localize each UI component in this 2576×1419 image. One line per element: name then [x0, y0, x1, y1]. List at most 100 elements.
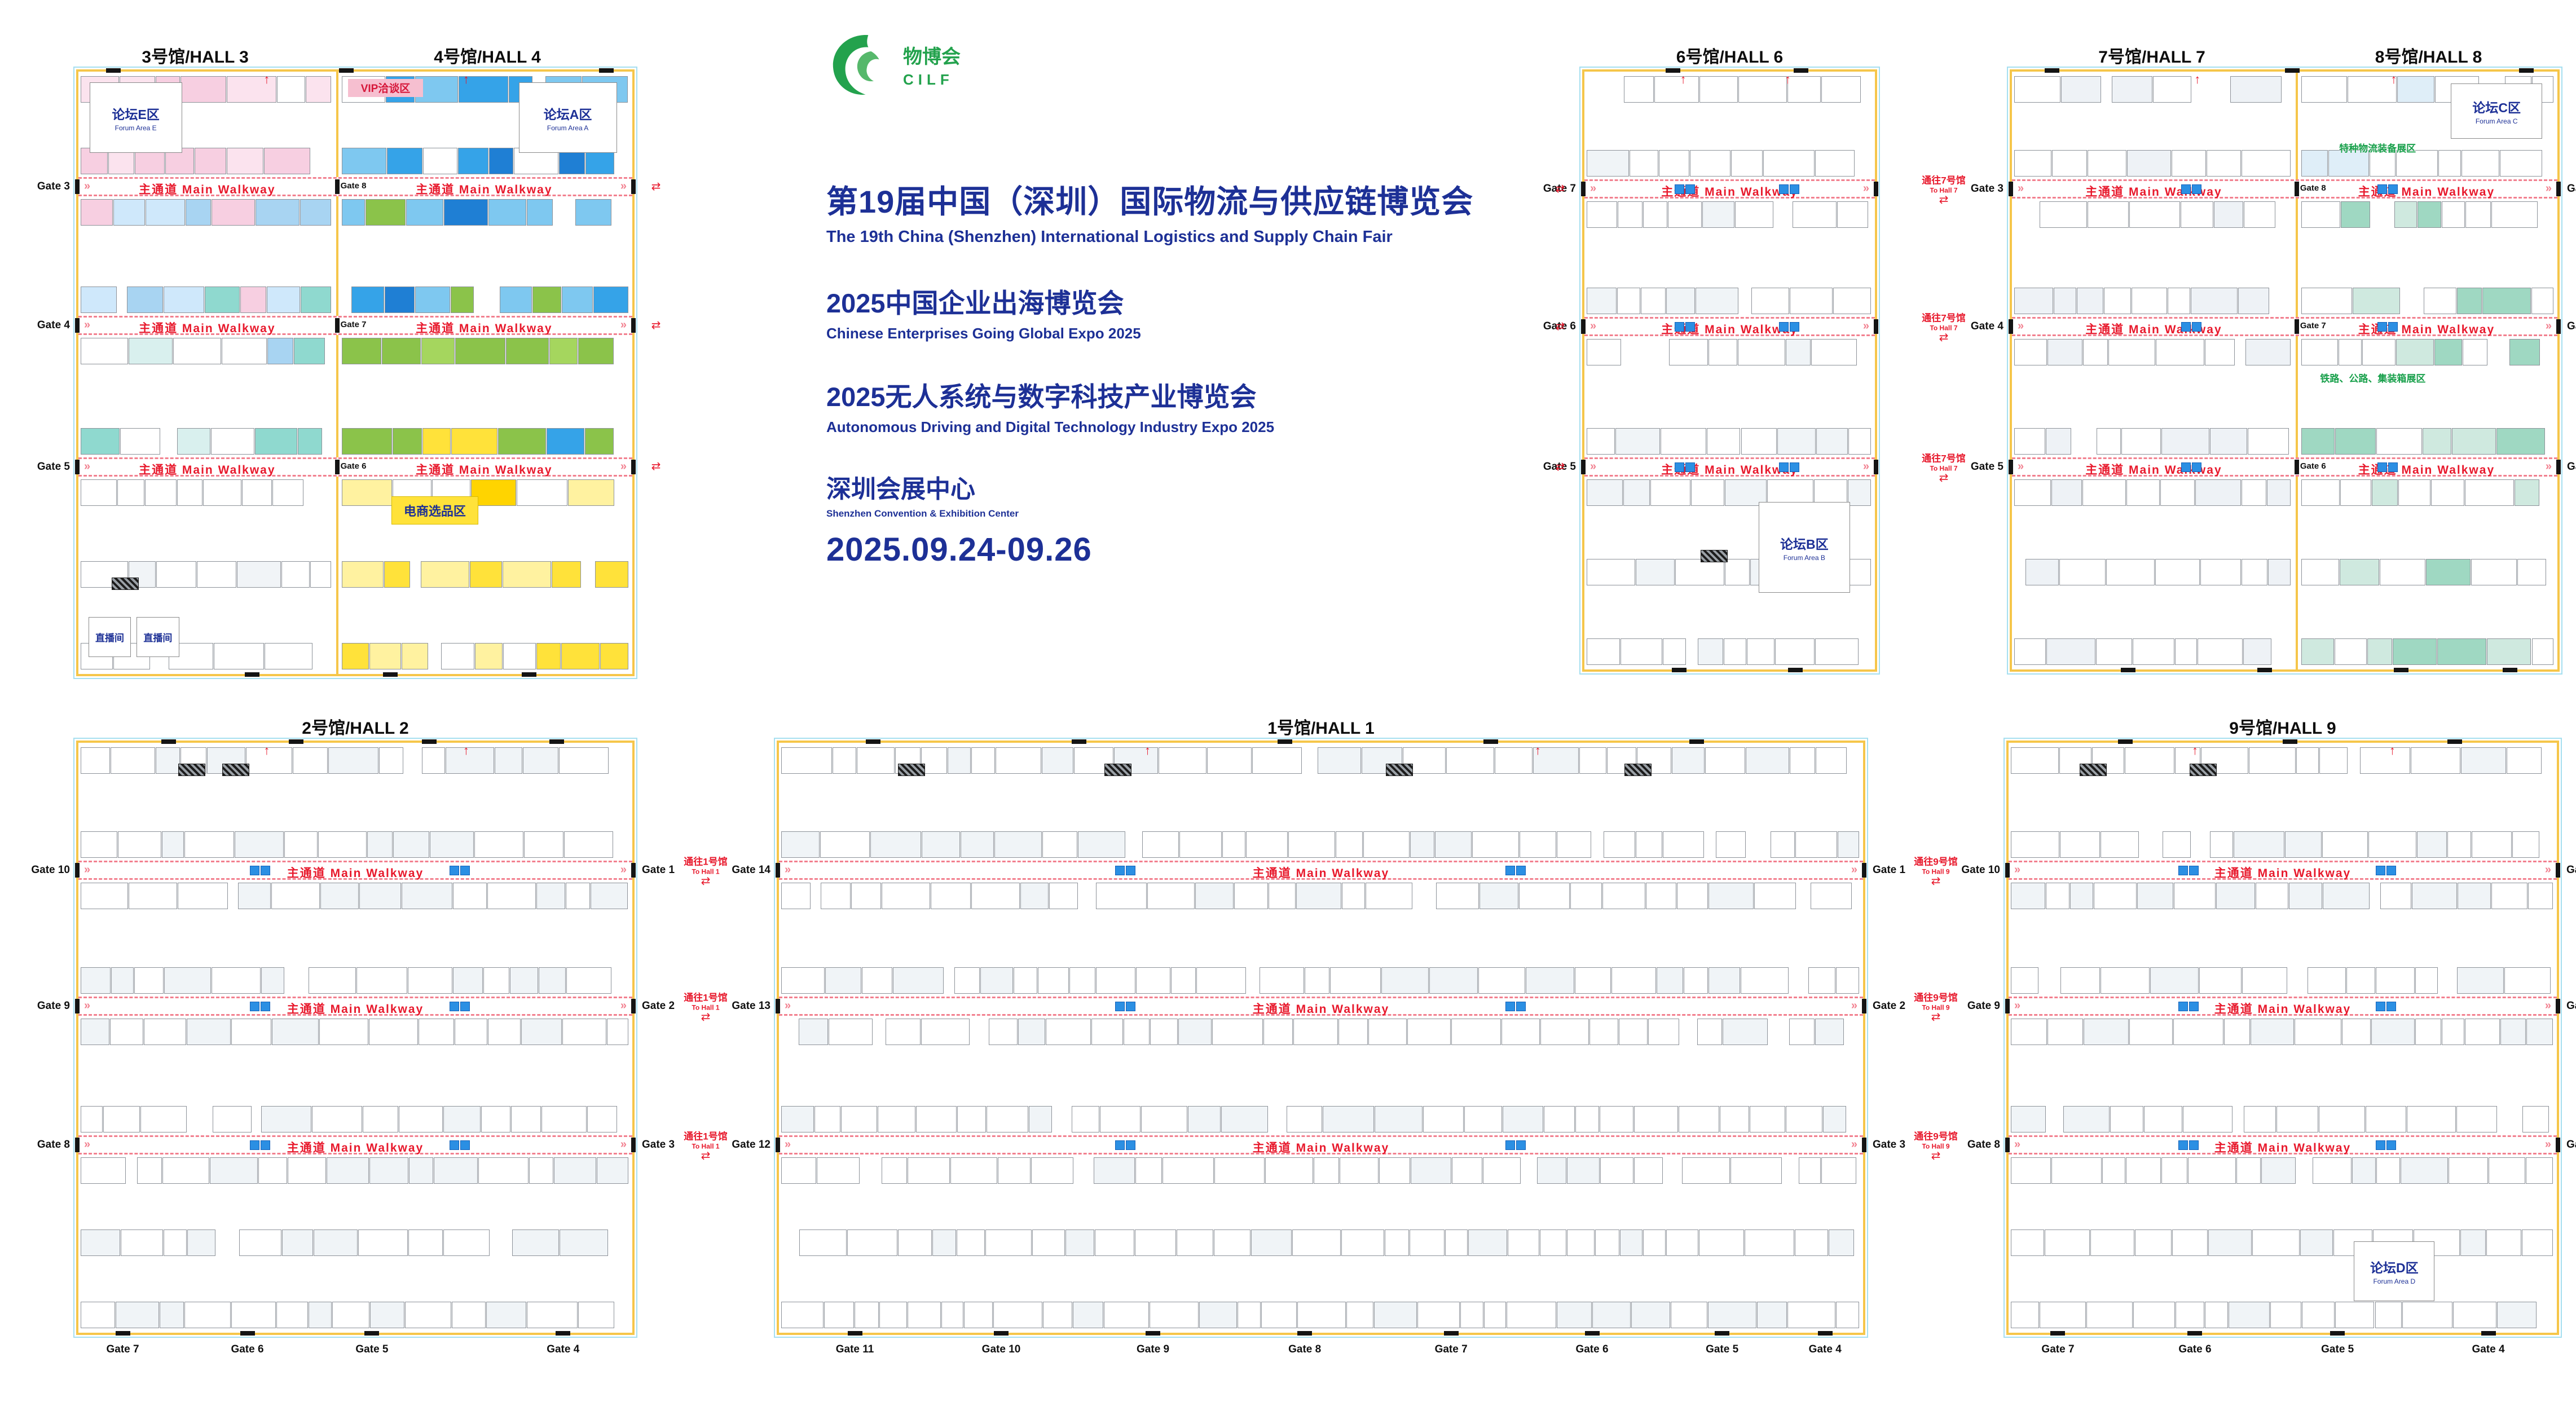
- booth: [1816, 747, 1847, 774]
- booth: [2046, 638, 2095, 665]
- booth: [81, 831, 117, 858]
- booth: [1787, 76, 1821, 103]
- door-icon: [631, 179, 636, 194]
- booth: [185, 199, 211, 226]
- booth: [2129, 1018, 2173, 1045]
- booth: [1793, 201, 1837, 228]
- booth: [2155, 338, 2205, 365]
- booth: [81, 1157, 126, 1184]
- booth: [1071, 1105, 1099, 1132]
- walkway-arrow-icon: »: [2545, 319, 2552, 332]
- booth: [341, 337, 382, 364]
- booth: [961, 831, 994, 858]
- booth: [227, 147, 264, 174]
- booth: [1269, 883, 1296, 910]
- booth: [1162, 1157, 1214, 1184]
- kiosk-icon: [449, 866, 459, 876]
- booth: [1292, 1229, 1341, 1256]
- booth: [1195, 883, 1234, 910]
- booth: [1123, 1018, 1150, 1045]
- booth: [1708, 967, 1741, 994]
- main-walkway: 主通道 Main Walkway»»: [779, 1135, 1863, 1154]
- booth: [2208, 1229, 2252, 1256]
- transfer-arrow-icon: ⇄: [1939, 331, 1949, 344]
- booth: [326, 1157, 369, 1184]
- booth: [1065, 1229, 1095, 1256]
- door-icon: [1671, 668, 1686, 672]
- main-walkway-label: 主通道 Main Walkway: [416, 463, 553, 477]
- gate-label: Gate 8: [1967, 1138, 2000, 1151]
- booth: [196, 561, 237, 588]
- booth: [1603, 831, 1636, 858]
- booth: [332, 1302, 370, 1328]
- booth: [2526, 1157, 2553, 1184]
- booth: [2011, 1229, 2044, 1256]
- booth: [458, 76, 509, 103]
- main-walkway-label: 主通道 Main Walkway: [2214, 1002, 2352, 1016]
- booth: [916, 1105, 957, 1132]
- booth: [2458, 883, 2491, 910]
- main-walkway: 主通道 Main Walkway»»: [1584, 179, 1875, 199]
- booth: [2340, 558, 2380, 585]
- booth: [81, 1229, 121, 1256]
- booth: [238, 883, 271, 910]
- booth: [1738, 76, 1787, 103]
- booth: [1770, 831, 1795, 858]
- booth: [1043, 1302, 1072, 1328]
- door-icon: [2009, 459, 2013, 474]
- booth: [997, 1157, 1031, 1184]
- booth: [1833, 287, 1871, 314]
- booth: [2402, 1302, 2453, 1328]
- booth: [1798, 1157, 1821, 1184]
- booth: [173, 337, 221, 364]
- booth: [509, 967, 539, 994]
- booth: [1014, 967, 1037, 994]
- booth: [1657, 967, 1683, 994]
- main-walkway: 主通道 Main Walkway»»: [78, 1135, 632, 1154]
- booth: [2256, 883, 2288, 910]
- booth: [367, 831, 393, 858]
- booth: [475, 643, 503, 669]
- booth: [2126, 1157, 2161, 1184]
- stairs-icon: [2080, 763, 2107, 776]
- booth: [1848, 479, 1871, 506]
- gate-label: Gate 9: [37, 999, 70, 1012]
- kiosk-icon: [1505, 1140, 1515, 1150]
- door-icon: [1071, 739, 1086, 744]
- booth: [1150, 1018, 1178, 1045]
- booth: [1587, 479, 1623, 506]
- walkway-arrow-icon: »: [785, 999, 791, 1012]
- booth: [1263, 1018, 1293, 1045]
- booth: [1214, 1157, 1265, 1184]
- booth: [2270, 1302, 2301, 1328]
- booth: [2375, 1302, 2402, 1328]
- door-icon: [421, 739, 437, 744]
- kiosk-icon: [1674, 462, 1684, 472]
- booth: [1141, 1105, 1188, 1132]
- door-icon: [383, 672, 398, 677]
- booth: [2195, 479, 2241, 506]
- booth: [2150, 967, 2199, 994]
- booth: [862, 967, 893, 994]
- kiosk-icon: [1674, 321, 1684, 332]
- gate-label: Gate 9: [1967, 999, 2000, 1012]
- booth: [1756, 1302, 1787, 1328]
- booth: [382, 337, 421, 364]
- booth: [144, 479, 177, 506]
- booth: [267, 337, 294, 364]
- booth: [2319, 1105, 2366, 1132]
- door-icon: [334, 179, 340, 194]
- booth: [2129, 201, 2180, 228]
- booth: [429, 831, 474, 858]
- walkway-arrow-icon: »: [2545, 460, 2552, 473]
- booth: [536, 643, 561, 669]
- booth: [1641, 287, 1666, 314]
- gate-label: Gate 10: [31, 864, 70, 876]
- booth: [1702, 201, 1734, 228]
- booth: [2243, 638, 2272, 665]
- booth: [2431, 479, 2464, 506]
- booth: [1595, 1229, 1619, 1256]
